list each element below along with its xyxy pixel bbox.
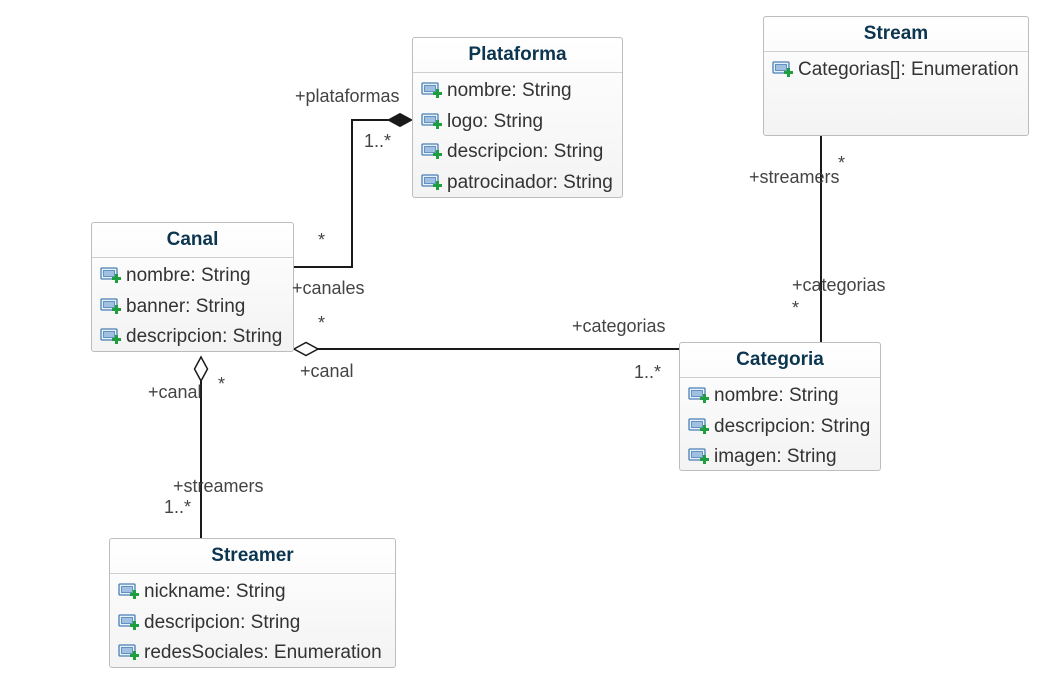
role-label: +streamers bbox=[749, 167, 840, 187]
attribute-list: nickname: String descripcion: String red… bbox=[110, 574, 395, 669]
attribute-row[interactable]: descripcion: String bbox=[92, 322, 293, 353]
class-title: Plataforma bbox=[413, 38, 622, 73]
attribute-row[interactable]: patrocinador: String bbox=[413, 168, 622, 199]
class-title: Categoria bbox=[680, 343, 880, 378]
multiplicity-label: 1..* bbox=[164, 497, 192, 517]
attribute-list: nombre: String logo: String descripcion:… bbox=[413, 73, 622, 198]
attribute-row[interactable]: redesSociales: Enumeration bbox=[110, 638, 395, 669]
multiplicity-label: * bbox=[318, 313, 326, 333]
multiplicity-label: * bbox=[792, 298, 800, 318]
multiplicity-label: * bbox=[218, 374, 226, 394]
public-attribute-icon bbox=[100, 266, 122, 286]
public-attribute-icon bbox=[100, 297, 122, 317]
attribute-label: logo: String bbox=[447, 110, 544, 132]
public-attribute-icon bbox=[421, 173, 443, 193]
class-stream[interactable]: Stream Categorias[]: Enumeration bbox=[763, 16, 1029, 136]
attribute-list: Categorias[]: Enumeration bbox=[764, 52, 1028, 86]
attribute-row[interactable]: nombre: String bbox=[680, 381, 880, 412]
public-attribute-icon bbox=[118, 582, 140, 602]
attribute-row[interactable]: imagen: String bbox=[680, 442, 880, 473]
role-label: +canal bbox=[300, 361, 354, 381]
multiplicity-label: * bbox=[838, 153, 846, 173]
association-canal-plataforma bbox=[293, 119, 400, 268]
public-attribute-icon bbox=[118, 643, 140, 663]
role-label: +canal bbox=[148, 382, 202, 402]
attribute-row[interactable]: nickname: String bbox=[110, 577, 395, 608]
public-attribute-icon bbox=[421, 112, 443, 132]
attribute-label: nickname: String bbox=[144, 581, 286, 603]
attribute-label: descripcion: String bbox=[144, 611, 301, 633]
role-label: +categorias bbox=[572, 316, 666, 336]
attribute-row[interactable]: banner: String bbox=[92, 292, 293, 323]
role-label: +categorias bbox=[792, 275, 886, 295]
attribute-label: nombre: String bbox=[714, 385, 839, 407]
public-attribute-icon bbox=[688, 447, 710, 467]
public-attribute-icon bbox=[688, 386, 710, 406]
class-plataforma[interactable]: Plataforma nombre: String logo: String d… bbox=[412, 37, 623, 198]
attribute-list: nombre: String descripcion: String image… bbox=[680, 378, 880, 473]
attribute-row[interactable]: descripcion: String bbox=[413, 137, 622, 168]
role-label: +streamers bbox=[173, 476, 264, 496]
aggregation-diamond-canal-streamer bbox=[193, 355, 209, 383]
attribute-label: patrocinador: String bbox=[447, 171, 613, 193]
attribute-label: nombre: String bbox=[126, 265, 251, 287]
attribute-label: banner: String bbox=[126, 295, 246, 317]
public-attribute-icon bbox=[421, 142, 443, 162]
attribute-row[interactable]: descripcion: String bbox=[680, 412, 880, 443]
attribute-label: descripcion: String bbox=[447, 141, 604, 163]
class-canal[interactable]: Canal nombre: String banner: String desc… bbox=[91, 222, 294, 352]
attribute-row[interactable]: descripcion: String bbox=[110, 608, 395, 639]
role-label: +canales bbox=[292, 278, 365, 298]
multiplicity-label: 1..* bbox=[634, 362, 662, 382]
attribute-row[interactable]: nombre: String bbox=[92, 261, 293, 292]
attribute-row[interactable]: logo: String bbox=[413, 107, 622, 138]
attribute-label: descripcion: String bbox=[714, 415, 871, 437]
class-title: Stream bbox=[764, 17, 1028, 52]
attribute-row[interactable]: Categorias[]: Enumeration bbox=[764, 55, 1028, 86]
public-attribute-icon bbox=[772, 60, 794, 80]
multiplicity-label: 1..* bbox=[364, 131, 392, 151]
class-categoria[interactable]: Categoria nombre: String descripcion: St… bbox=[679, 342, 881, 471]
attribute-label: descripcion: String bbox=[126, 326, 283, 348]
attribute-label: redesSociales: Enumeration bbox=[144, 642, 382, 664]
attribute-row[interactable]: nombre: String bbox=[413, 76, 622, 107]
aggregation-diamond-canal-categoria bbox=[292, 341, 320, 357]
multiplicity-label: * bbox=[318, 230, 326, 250]
public-attribute-icon bbox=[421, 81, 443, 101]
attribute-label: nombre: String bbox=[447, 80, 572, 102]
role-label: +plataformas bbox=[295, 86, 400, 106]
attribute-label: Categorias[]: Enumeration bbox=[798, 59, 1019, 81]
class-title: Streamer bbox=[110, 539, 395, 574]
class-streamer[interactable]: Streamer nickname: String descripcion: S… bbox=[109, 538, 396, 668]
composition-diamond-plataforma bbox=[386, 112, 414, 128]
public-attribute-icon bbox=[100, 327, 122, 347]
public-attribute-icon bbox=[688, 417, 710, 437]
attribute-label: imagen: String bbox=[714, 446, 837, 468]
class-title: Canal bbox=[92, 223, 293, 258]
public-attribute-icon bbox=[118, 613, 140, 633]
attribute-list: nombre: String banner: String descripcio… bbox=[92, 258, 293, 353]
